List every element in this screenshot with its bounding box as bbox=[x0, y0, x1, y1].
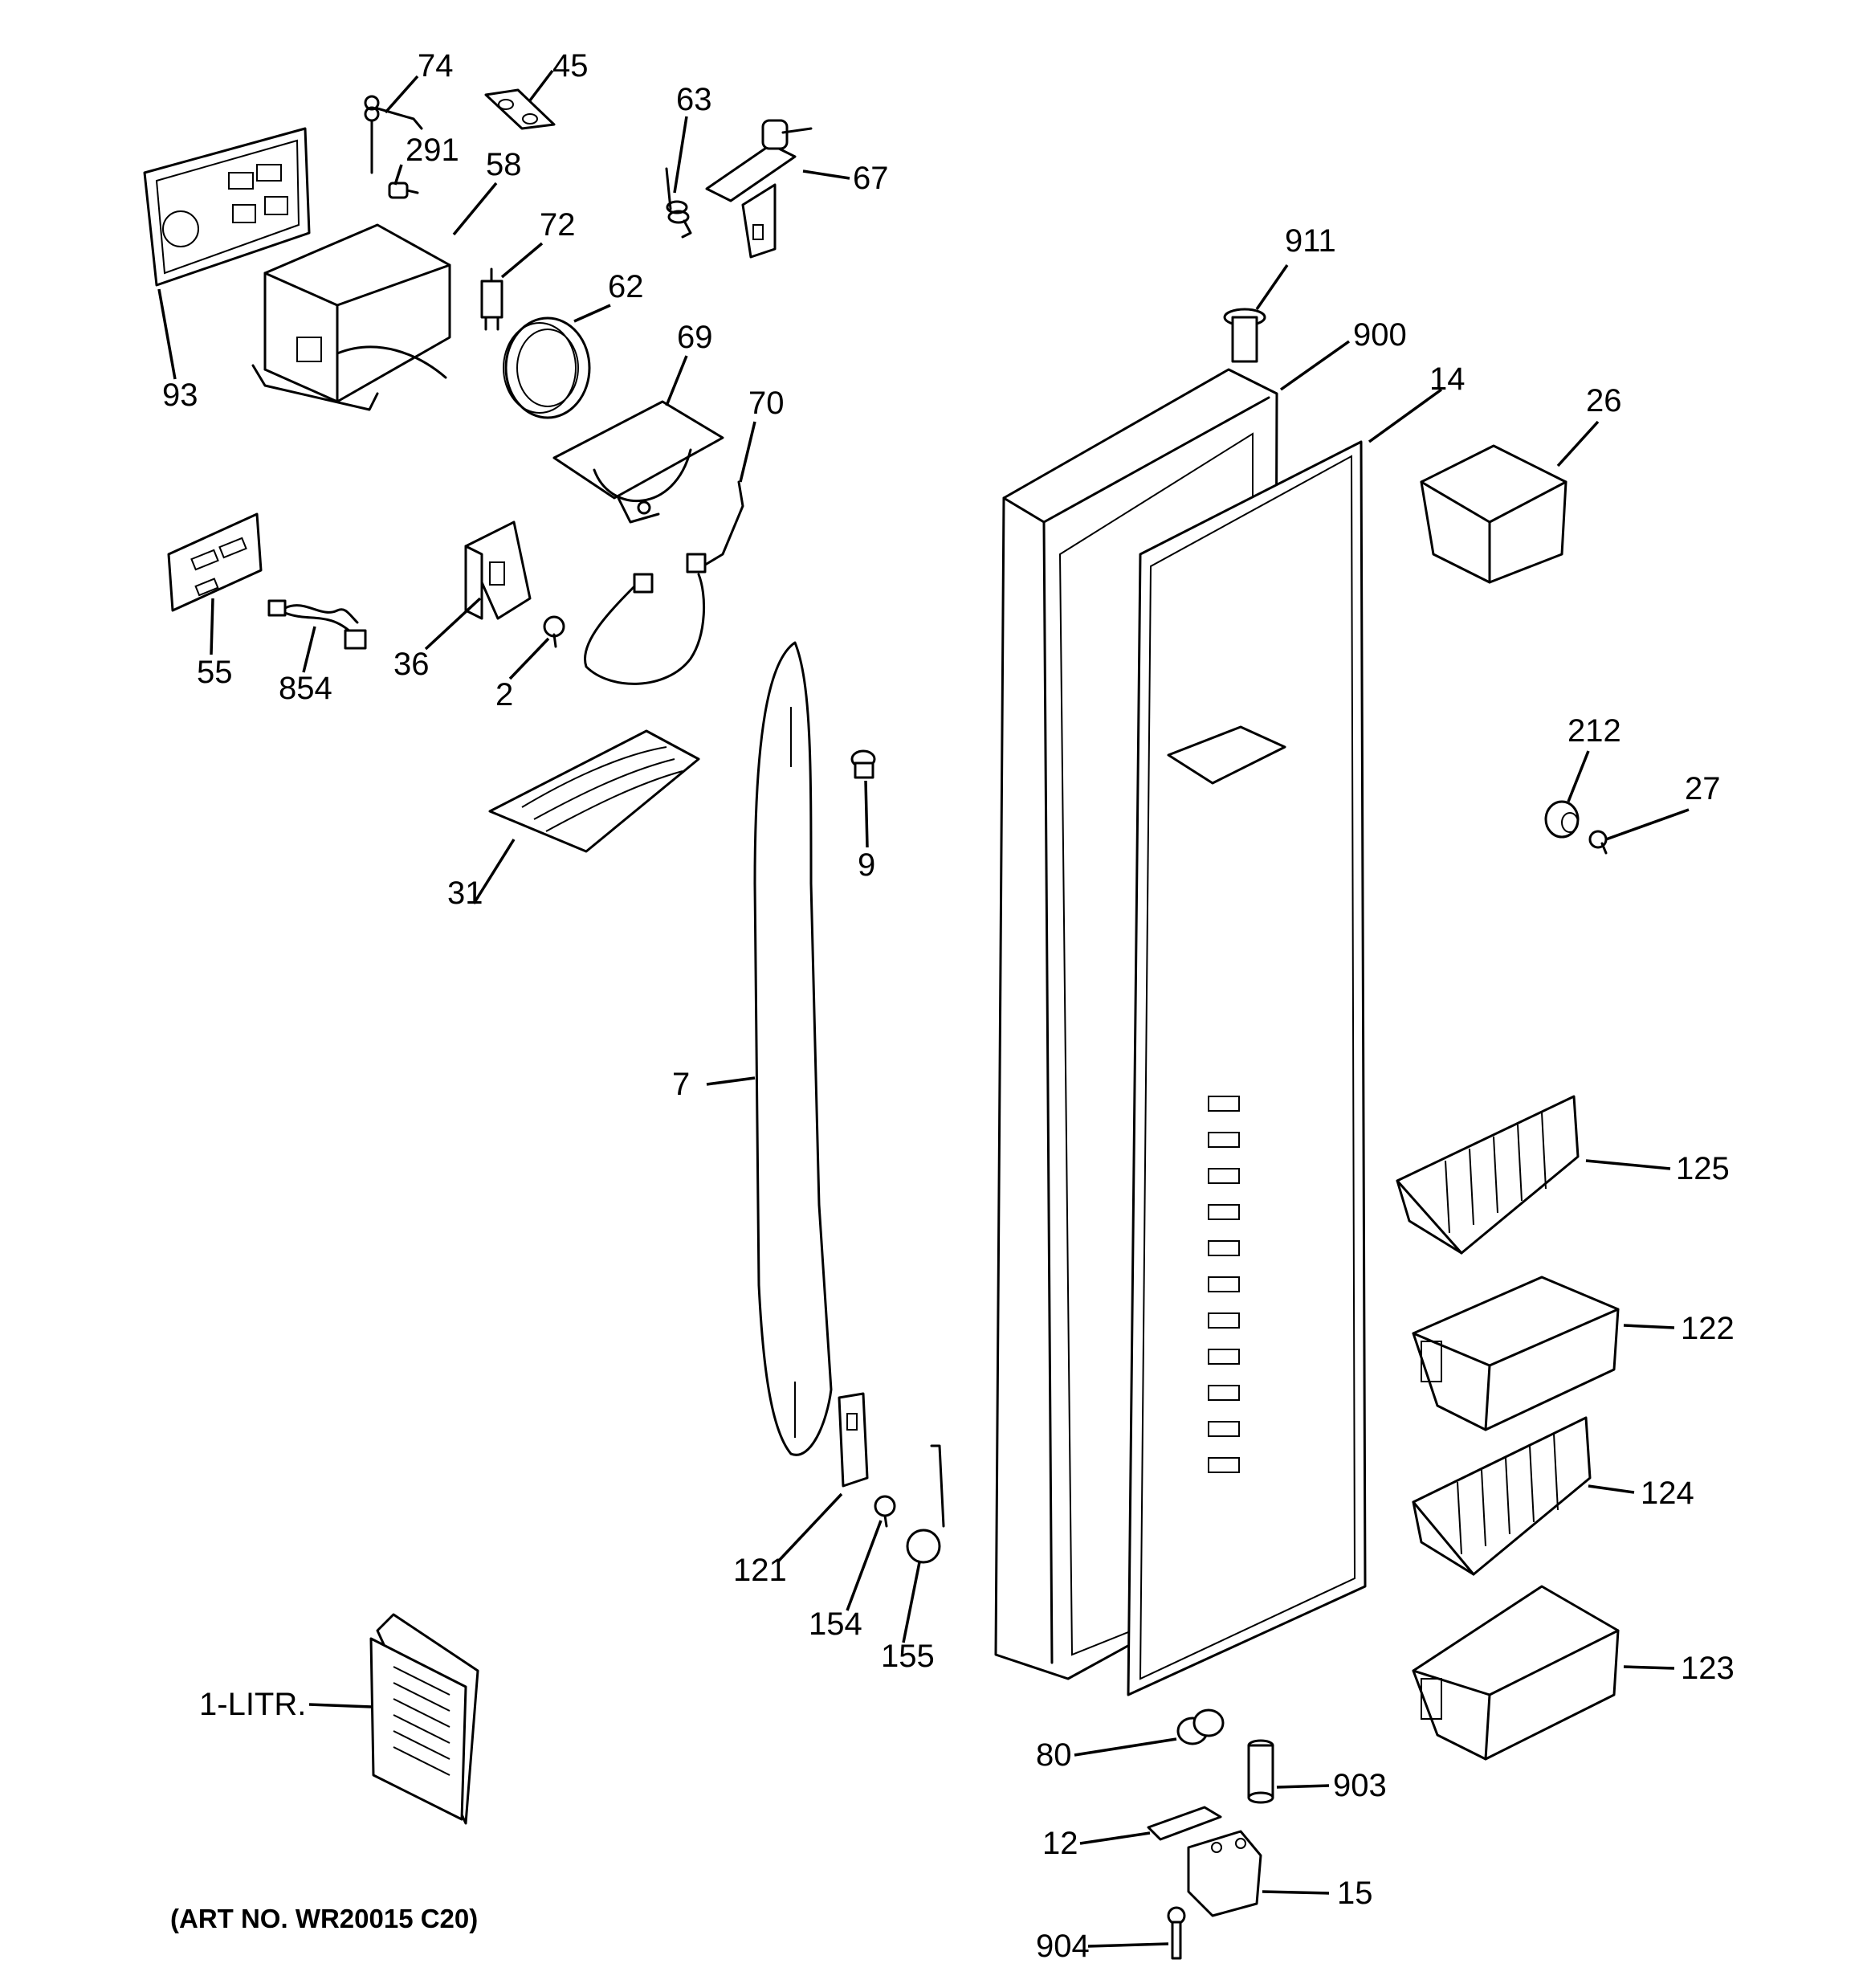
part-903-pin bbox=[1247, 1739, 1274, 1804]
label-9: 9 bbox=[858, 847, 875, 883]
label-14: 14 bbox=[1429, 361, 1466, 397]
part-69-chute bbox=[552, 400, 724, 524]
part-2-screw bbox=[543, 615, 565, 648]
label-15: 15 bbox=[1337, 1876, 1373, 1911]
label-155: 155 bbox=[881, 1639, 935, 1674]
label-212: 212 bbox=[1567, 713, 1621, 749]
part-93-control-panel bbox=[143, 127, 311, 287]
part-9-plug bbox=[850, 749, 876, 779]
label-31: 31 bbox=[447, 876, 483, 911]
label-291: 291 bbox=[406, 133, 459, 168]
label-55: 55 bbox=[197, 655, 233, 690]
part-80-plug bbox=[1176, 1708, 1225, 1745]
part-123-bin bbox=[1412, 1585, 1620, 1761]
label-121: 121 bbox=[733, 1553, 787, 1588]
part-55-board bbox=[167, 512, 263, 612]
label-63: 63 bbox=[676, 82, 712, 117]
part-63-spring bbox=[665, 167, 692, 239]
leader-lines bbox=[157, 69, 1690, 1948]
label-123: 123 bbox=[1681, 1651, 1735, 1686]
part-904-screw bbox=[1167, 1906, 1186, 1960]
part-26-bin bbox=[1420, 444, 1567, 584]
part-155-tool bbox=[906, 1444, 945, 1564]
part-121-bracket bbox=[838, 1392, 869, 1488]
part-291-screw bbox=[388, 182, 419, 199]
part-70-crank bbox=[584, 480, 744, 685]
part-45-plate bbox=[484, 88, 556, 130]
part-74-spring bbox=[364, 95, 423, 174]
label-125: 125 bbox=[1676, 1151, 1730, 1186]
label-72: 72 bbox=[540, 207, 576, 243]
label-45: 45 bbox=[552, 48, 589, 84]
label-93: 93 bbox=[162, 378, 198, 413]
part-212-cap bbox=[1544, 800, 1580, 839]
label-911: 911 bbox=[1285, 223, 1336, 259]
label-903: 903 bbox=[1333, 1768, 1387, 1803]
part-122-bin bbox=[1412, 1276, 1620, 1431]
part-911-bushing bbox=[1223, 308, 1266, 363]
label-7: 7 bbox=[672, 1067, 690, 1102]
part-154-screw bbox=[874, 1495, 896, 1528]
part-1litr-booklet bbox=[369, 1613, 479, 1825]
label-12: 12 bbox=[1042, 1826, 1078, 1861]
label-900: 900 bbox=[1353, 317, 1407, 353]
part-62-ring bbox=[503, 316, 591, 419]
part-15-hinge bbox=[1187, 1830, 1262, 1917]
art-number: (ART NO. WR20015 C20) bbox=[170, 1904, 478, 1933]
label-74: 74 bbox=[418, 48, 454, 84]
part-12-plate bbox=[1147, 1806, 1222, 1841]
part-854-wire-harness bbox=[267, 599, 367, 650]
part-67-bracket bbox=[705, 119, 813, 259]
label-904: 904 bbox=[1036, 1929, 1090, 1964]
label-70: 70 bbox=[748, 386, 785, 421]
part-27-screw bbox=[1588, 830, 1608, 855]
label-1-litr: 1-LITR. bbox=[199, 1687, 306, 1722]
label-154: 154 bbox=[809, 1606, 862, 1642]
label-36: 36 bbox=[393, 647, 430, 682]
part-7-handle bbox=[753, 641, 833, 1456]
label-80: 80 bbox=[1036, 1737, 1072, 1773]
part-labels: 74 45 63 291 58 67 72 62 93 69 70 911 90… bbox=[162, 48, 1735, 1964]
label-69: 69 bbox=[677, 320, 713, 355]
label-67: 67 bbox=[853, 161, 889, 196]
label-62: 62 bbox=[608, 269, 644, 304]
part-72-switch bbox=[480, 267, 503, 331]
part-14-gasket bbox=[1127, 440, 1367, 1696]
part-125-wire-basket bbox=[1396, 1095, 1580, 1255]
label-58: 58 bbox=[486, 147, 522, 182]
label-124: 124 bbox=[1641, 1476, 1694, 1511]
label-854: 854 bbox=[279, 671, 332, 706]
part-31-grille bbox=[488, 729, 700, 853]
part-124-wire-basket bbox=[1412, 1416, 1592, 1576]
part-58-dispenser-housing bbox=[251, 223, 451, 411]
label-27: 27 bbox=[1685, 771, 1721, 806]
label-26: 26 bbox=[1586, 383, 1622, 418]
label-122: 122 bbox=[1681, 1311, 1735, 1346]
label-2: 2 bbox=[495, 677, 513, 712]
